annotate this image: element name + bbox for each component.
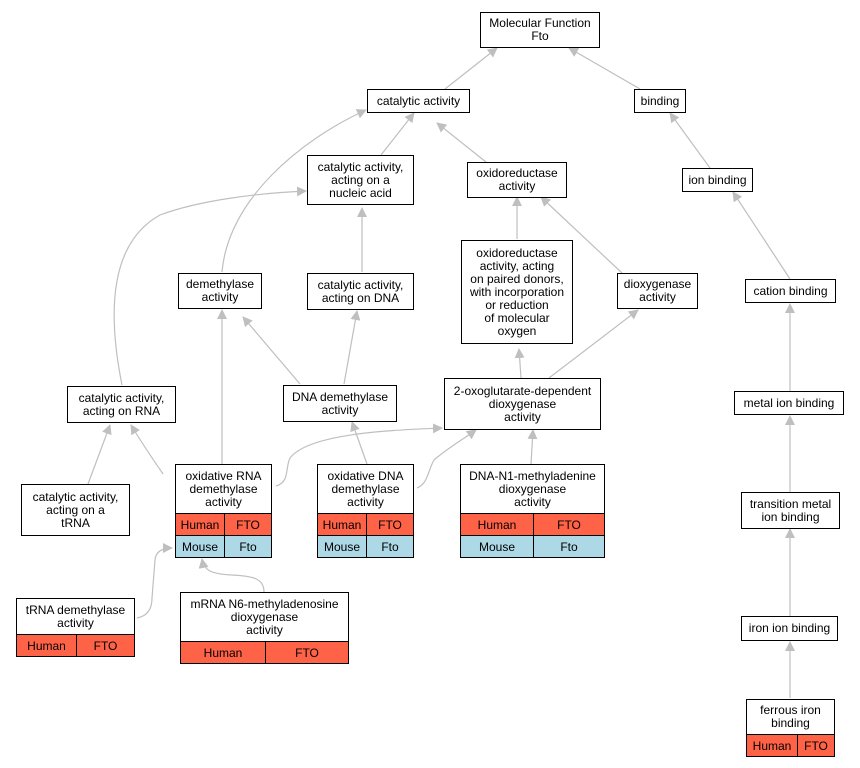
species-mouse: Mouse — [323, 539, 361, 554]
node-2-oxoglutarate-dioxygenase[interactable]: 2-oxoglutarate-dependent dioxygenase act… — [444, 378, 601, 430]
species-human: Human — [180, 517, 220, 532]
species-human: Human — [477, 517, 517, 532]
gene-fto: FTO — [366, 514, 413, 535]
node-ferrous-iron-binding[interactable]: ferrous iron binding Human FTO — [746, 699, 835, 757]
gene-fto: FTO — [76, 635, 134, 656]
edge-ion-binding — [669, 112, 711, 169]
edge-mrna-oxrna — [198, 558, 265, 593]
mouse-annotation-row: Mouse Fto — [461, 535, 604, 557]
node-oxidative-dna-demethylase[interactable]: oxidative DNA demethylase activity Human… — [317, 464, 414, 558]
edge-nucleic-catalytic — [380, 112, 415, 156]
term-label: tRNA demethylase activity — [25, 602, 126, 630]
mouse-annotation-row: Mouse Fto — [176, 535, 271, 557]
human-annotation-row: Human FTO — [461, 513, 604, 535]
edge-oxrna-oxog — [275, 423, 443, 487]
node-binding[interactable]: binding — [634, 89, 686, 113]
edge-cation-ion — [732, 191, 791, 280]
node-oxidative-rna-demethylase[interactable]: oxidative RNA demethylase activity Human… — [175, 464, 272, 558]
node-ion-binding[interactable]: ion binding — [682, 168, 753, 192]
edge-oxido-catalytic — [436, 122, 487, 163]
edge-oxdna-oxog — [416, 429, 477, 489]
human-annotation-row: Human FTO — [176, 513, 271, 535]
node-catalytic-acting-on-dna[interactable]: catalytic activity, acting on DNA — [307, 273, 414, 310]
node-transition-metal-ion-binding[interactable]: transition metal ion binding — [741, 492, 840, 529]
edge-dnademeth-demethylase — [242, 316, 301, 385]
node-iron-ion-binding[interactable]: iron ion binding — [741, 616, 838, 641]
human-annotation-row: Human FTO — [318, 513, 413, 535]
node-catalytic-acting-on-rna[interactable]: catalytic activity, acting on RNA — [67, 386, 176, 423]
term-label: oxidative DNA demethylase activity — [327, 468, 404, 509]
edge-oxog-dioxy — [548, 309, 639, 379]
edge-trnademeth-oxrna — [136, 543, 173, 619]
term-label: DNA-N1-methyladenine dioxygenase activit… — [469, 468, 596, 509]
human-annotation-row: Human FTO — [17, 634, 134, 656]
species-human: Human — [322, 517, 362, 532]
node-dna-demethylase-activity[interactable]: DNA demethylase activity — [283, 385, 397, 422]
edge-dioxy-oxido — [540, 196, 623, 274]
node-catalytic-acting-on-trna[interactable]: catalytic activity, acting on a tRNA — [21, 484, 130, 536]
edge-trna-catrna — [87, 424, 112, 485]
human-annotation-row: Human FTO — [181, 641, 348, 663]
node-catalytic-activity[interactable]: catalytic activity — [367, 89, 470, 113]
node-oxidoreductase-activity[interactable]: oxidoreductase activity — [467, 162, 567, 198]
node-trna-demethylase[interactable]: tRNA demethylase activity Human FTO — [16, 598, 135, 657]
edge-catrna-nucleic — [113, 186, 307, 386]
gene-fto: FTO — [797, 735, 834, 756]
gene-fto: FTO — [533, 514, 604, 535]
human-annotation-row: Human FTO — [747, 734, 834, 756]
node-cation-binding[interactable]: cation binding — [745, 279, 836, 303]
gene-fto-mouse: Fto — [366, 536, 413, 557]
node-molecular-function-root[interactable]: Molecular Function Fto — [480, 12, 600, 48]
mouse-annotation-row: Mouse Fto — [318, 535, 413, 557]
gene-fto-mouse: Fto — [533, 536, 604, 557]
edge-binding-root — [568, 47, 641, 90]
term-label: mRNA N6-methyladenosine dioxygenase acti… — [190, 596, 339, 637]
node-demethylase-activity[interactable]: demethylase activity — [178, 273, 262, 309]
node-oxidoreductase-paired-donors[interactable]: oxidoreductase activity, acting on paire… — [461, 240, 573, 344]
term-label: ferrous iron binding — [760, 703, 821, 730]
gene-fto: FTO — [224, 514, 271, 535]
gene-fto-mouse: Fto — [224, 536, 271, 557]
species-human: Human — [752, 738, 792, 753]
term-label: oxidative RNA demethylase activity — [185, 468, 262, 509]
node-mrna-n6-methyladenosine-dioxygenase[interactable]: mRNA N6-methyladenosine dioxygenase acti… — [180, 592, 349, 664]
edge-oxrna-catrna — [130, 424, 164, 475]
node-dna-n1-methyladenine-dioxygenase[interactable]: DNA-N1-methyladenine dioxygenase activit… — [460, 464, 605, 558]
species-mouse: Mouse — [478, 539, 516, 554]
edge-oxog-paired — [514, 348, 525, 379]
species-human: Human — [27, 638, 66, 653]
edge-demethylase-catalytic — [221, 109, 367, 273]
edge-oxdna-dnademeth — [350, 421, 368, 465]
species-human: Human — [203, 645, 243, 660]
species-mouse: Mouse — [181, 539, 219, 554]
gene-fto: FTO — [265, 642, 348, 663]
edge-dnademeth-catdna — [343, 310, 361, 385]
node-catalytic-nucleic-acid[interactable]: catalytic activity, acting on a nucleic … — [307, 155, 414, 205]
node-dioxygenase-activity[interactable]: dioxygenase activity — [617, 273, 698, 309]
edge-dnan1-oxog — [527, 429, 538, 465]
node-metal-ion-binding[interactable]: metal ion binding — [734, 391, 844, 415]
edge-catalytic-root — [444, 47, 498, 90]
